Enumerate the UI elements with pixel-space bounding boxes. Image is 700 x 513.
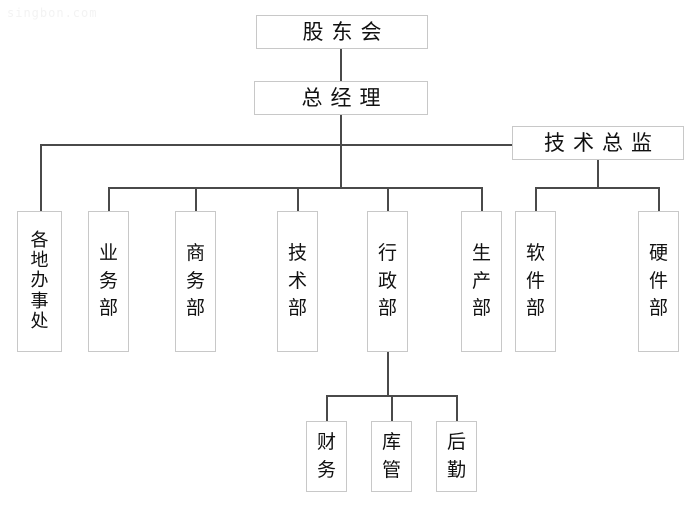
connector-drop-local-offices [40,144,42,211]
node-general-manager[interactable]: 总经理 [254,81,428,115]
node-logistics-label: 后勤 [446,430,466,481]
connector-td-trunk [597,160,599,188]
connector-department-bus [108,187,482,189]
node-software-dept[interactable]: 软件部 [515,211,556,352]
connector-drop-business-dept [108,187,110,211]
node-commerce-dept[interactable]: 商务部 [175,211,216,352]
node-software-dept-label: 软件部 [525,242,545,320]
connector-drop-software-dept [535,187,537,211]
connector-drop-hardware-dept [658,187,660,211]
connector-drop-logistics [456,395,458,421]
connector-drop-warehouse [391,395,393,421]
node-hardware-dept[interactable]: 硬件部 [638,211,679,352]
node-production-dept[interactable]: 生产部 [461,211,502,352]
watermark-text: singbon.com [7,6,98,20]
connector-gm-trunk-lower [340,144,342,188]
node-technical-director-label: 技术总监 [544,130,660,155]
node-shareholders[interactable]: 股东会 [256,15,428,49]
node-logistics[interactable]: 后勤 [436,421,477,492]
node-finance[interactable]: 财务 [306,421,347,492]
node-hardware-dept-label: 硬件部 [648,242,668,320]
node-finance-label: 财务 [316,430,336,481]
connector-drop-commerce-dept [195,187,197,211]
connector-gm-bus-top [40,144,513,146]
node-technology-dept[interactable]: 技术部 [277,211,318,352]
node-technical-director[interactable]: 技术总监 [512,126,684,160]
connector-drop-technology-dept [297,187,299,211]
node-warehouse[interactable]: 库管 [371,421,412,492]
node-shareholders-label: 股东会 [302,19,390,44]
node-business-dept[interactable]: 业务部 [88,211,129,352]
node-business-dept-label: 业务部 [98,242,118,320]
connector-admin-trunk [387,352,389,396]
node-administration-dept-label: 行政部 [377,242,397,320]
connector-drop-administration-dept [387,187,389,211]
node-technology-dept-label: 技术部 [287,242,307,320]
connector-drop-finance [326,395,328,421]
connector-gm-trunk-upper [340,115,342,145]
connector-shareholders-to-gm [340,48,342,81]
node-production-dept-label: 生产部 [471,242,491,320]
node-local-offices[interactable]: 各地办事处 [17,211,62,352]
node-warehouse-label: 库管 [381,430,401,481]
connector-drop-production-dept [481,187,483,211]
node-local-offices-label: 各地办事处 [30,230,49,332]
node-administration-dept[interactable]: 行政部 [367,211,408,352]
connector-technical-director-bus [535,187,659,189]
node-commerce-dept-label: 商务部 [185,242,205,320]
node-general-manager-label: 总经理 [301,85,389,110]
